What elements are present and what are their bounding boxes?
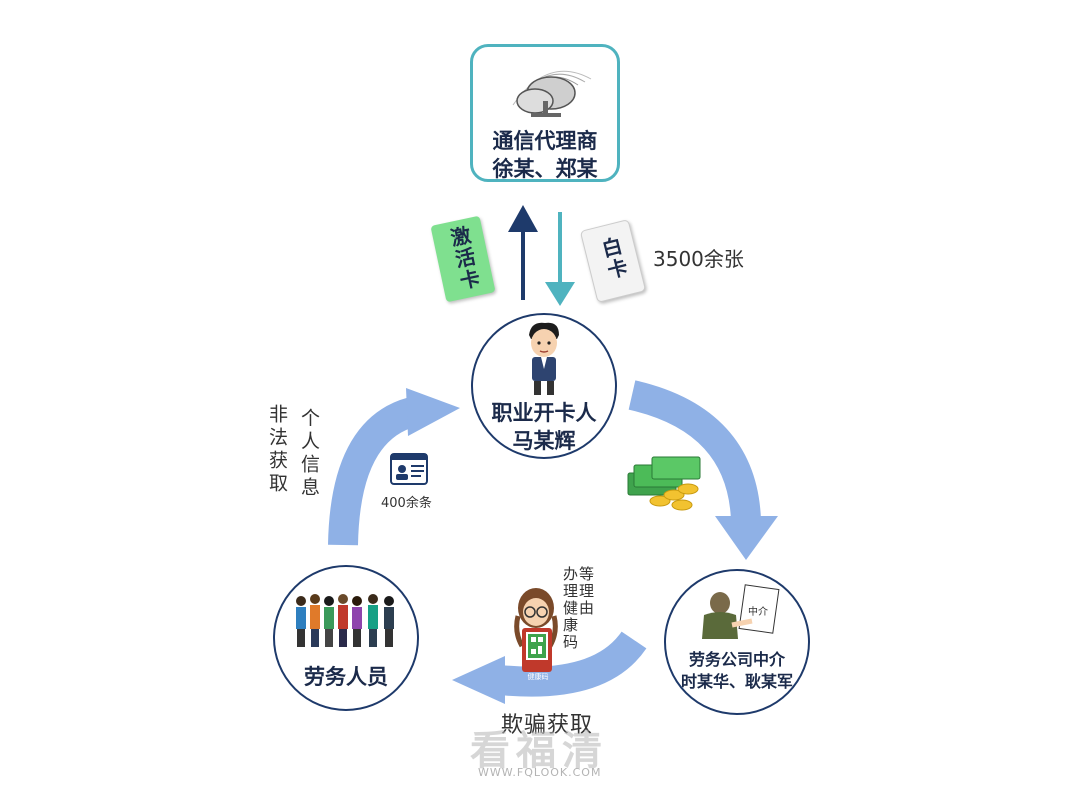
qr-caption: 健康码 <box>527 673 549 681</box>
pretext-col2: 等理由 <box>577 566 595 617</box>
card-opener-title: 职业开卡人 <box>491 401 597 425</box>
watermark-url: WWW.FQLOOK.COM <box>478 766 602 779</box>
cycle-arrow-right <box>628 380 778 560</box>
fraud-label: 欺骗获取 <box>501 713 594 738</box>
personal-info-col1: 非法获取 <box>266 404 288 496</box>
people-group <box>296 594 394 647</box>
money-icon <box>627 456 701 511</box>
crowd-icon <box>296 594 394 647</box>
labor-staff-label: 劳务人员 <box>304 665 388 689</box>
white-card-label: 白卡 <box>596 234 631 284</box>
white-card-arrow <box>545 212 575 306</box>
labor-company-node: 中介 劳务公司中介 时某华、耿某军 <box>664 569 810 715</box>
agent-node: 通信代理商 徐某、郑某 <box>470 44 620 182</box>
man-icon <box>529 322 559 395</box>
labor-company-title: 劳务公司中介 <box>688 650 785 669</box>
agent-names: 徐某、郑某 <box>492 157 598 182</box>
info-count: 400余条 <box>381 496 432 511</box>
card-opener-node: 职业开卡人 马某辉 <box>471 313 617 459</box>
labor-staff-node: 劳务人员 <box>273 565 419 711</box>
activate-card-label: 激活卡 <box>445 224 483 294</box>
personal-info-col2: 个人信息 <box>298 408 320 500</box>
card-opener-name: 马某辉 <box>512 429 576 454</box>
id-card-icon <box>390 453 428 485</box>
activate-arrow <box>508 205 538 300</box>
pretext-col1: 办理健康码 <box>561 566 579 651</box>
labor-company-names: 时某华、耿某军 <box>680 671 793 691</box>
agent-title: 通信代理商 <box>492 129 598 153</box>
satellite-dish-icon <box>512 70 592 117</box>
white-card-count: 3500余张 <box>653 247 744 271</box>
cycle-arrow-left <box>328 388 460 546</box>
watermark-text: 看福清 <box>470 728 608 774</box>
intermediary-tag: 中介 <box>748 605 768 618</box>
girl-health-code-icon <box>514 588 558 672</box>
cycle-arrow-bottom <box>452 630 647 704</box>
handshake-deal-icon: 中介 <box>702 584 780 639</box>
